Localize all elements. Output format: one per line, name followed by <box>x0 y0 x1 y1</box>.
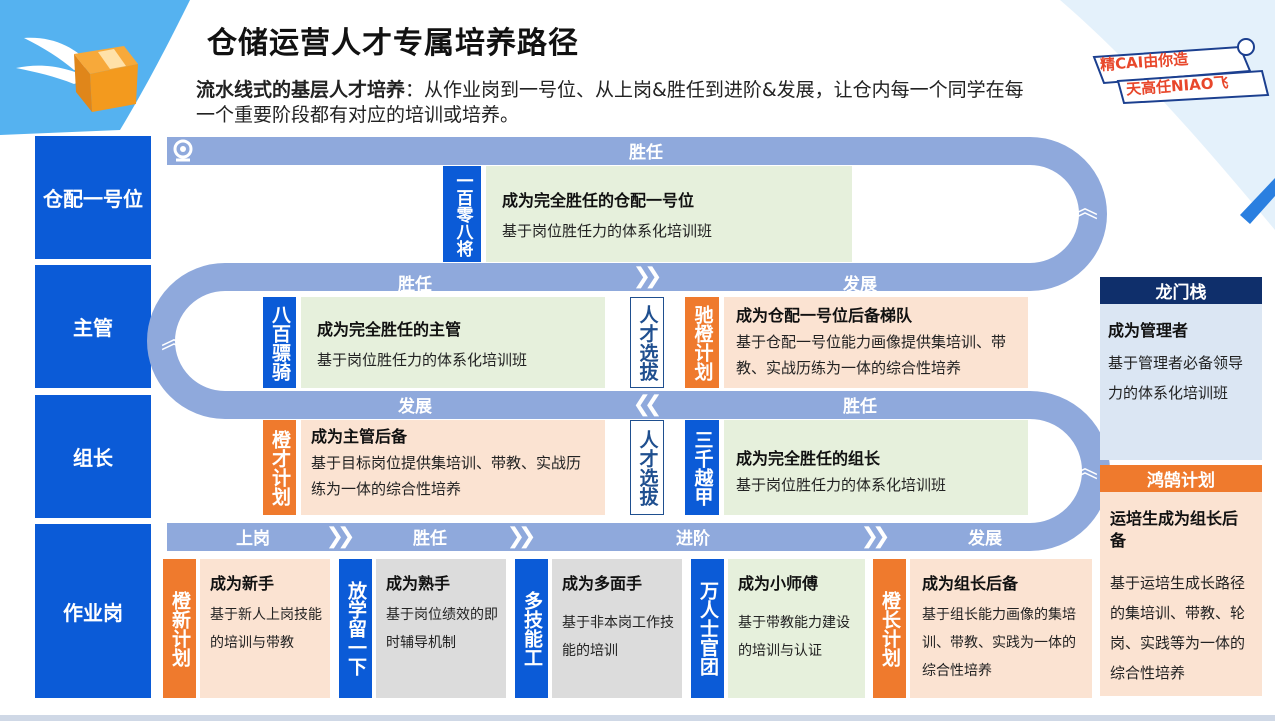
program-title: 成为组长后备 <box>922 574 1019 593</box>
program-tag-fangxue: 放学留一下 <box>339 559 372 698</box>
program-tag-duoji-text: 多技能工 <box>521 590 543 667</box>
chevron-right-icon: ❯❯ <box>632 264 663 289</box>
location-pin-icon <box>173 139 193 162</box>
program-desc: 基于岗位绩效的即时辅导机制 <box>386 607 498 651</box>
program-tag-chengxin: 橙新计划 <box>163 559 196 698</box>
program-tag-chicheng: 驰橙计划 <box>685 297 719 388</box>
track-label-develop: 发展 <box>968 529 1002 549</box>
program-card-fangxue: 成为熟手 基于岗位绩效的即时辅导机制 <box>376 559 506 698</box>
program-title: 成为主管后备 <box>311 427 408 446</box>
program-tag-800-text: 八百骠骑 <box>269 304 291 381</box>
program-card-chengxin: 成为新手 基于新人上岗技能的培训与带教 <box>200 559 330 698</box>
program-desc: 基于岗位胜任力的体系化培训班 <box>502 222 713 240</box>
program-desc: 基于目标岗位提供集培训、带教、实战历练为一体的综合性培养 <box>311 454 582 498</box>
program-title: 成为完全胜任的组长 <box>736 449 881 468</box>
slogan-badge: 精CAI由你造 天高任NIAO飞 <box>1090 35 1272 105</box>
program-tag-3000: 三千越甲 <box>685 420 719 515</box>
program-title: 成为多面手 <box>562 574 643 593</box>
program-desc: 基于非本岗工作技能的培训 <box>562 615 674 659</box>
side-desc: 基于管理者必备领导力的体系化培训班 <box>1108 354 1244 402</box>
side-card-longmen: 成为管理者 基于管理者必备领导力的体系化培训班 <box>1100 304 1262 460</box>
track-label-advance: 进阶 <box>676 529 710 549</box>
chevron-right-icon: ❯❯ <box>506 524 537 549</box>
program-title: 成为小师傅 <box>738 574 819 593</box>
program-card-chengzhang: 成为组长后备 基于组长能力画像的集培训、带教、实践为一体的综合性培养 <box>910 559 1092 698</box>
program-desc: 基于仓配一号位能力画像提供集培训、带教、实战历练为一体的综合性培养 <box>736 333 1007 377</box>
program-tag-selection-1: 人才选拔 <box>630 297 664 388</box>
program-tag-3000-text: 三千越甲 <box>691 429 714 506</box>
chevron-up-icon: ︽ <box>160 325 188 355</box>
chevron-left-icon: ❮❮ <box>632 392 663 417</box>
track-label-competent: 胜任 <box>413 529 447 549</box>
program-tag-800: 八百骠骑 <box>263 297 296 388</box>
program-card-800: 成为完全胜任的主管 基于岗位胜任力的体系化培训班 <box>301 297 605 388</box>
row-label-director: 仓配一号位 <box>35 136 151 259</box>
flying-box-icon <box>16 37 138 112</box>
program-desc: 基于新人上岗技能的培训与带教 <box>210 607 322 651</box>
program-tag-chengcai-text: 橙才计划 <box>269 429 291 506</box>
chevron-up-icon: ︽ <box>1071 194 1099 224</box>
program-tag-selection-2: 人才选拔 <box>630 420 664 515</box>
program-card-chengcai: 成为主管后备 基于目标岗位提供集培训、带教、实战历练为一体的综合性培养 <box>301 420 605 515</box>
page-title: 仓储运营人才专属培养路径 <box>207 26 579 61</box>
program-desc: 基于岗位胜任力的体系化培训班 <box>317 351 528 369</box>
side-title: 成为管理者 <box>1108 321 1189 340</box>
track-label-mid1-right: 发展 <box>843 275 877 295</box>
chevron-up-icon: ︽ <box>1071 454 1099 484</box>
program-desc: 基于带教能力建设的培训与认证 <box>738 615 850 659</box>
program-tag-chengcai: 橙才计划 <box>263 420 296 515</box>
program-title: 成为熟手 <box>386 574 451 593</box>
program-card-chicheng: 成为仓配一号位后备梯队 基于仓配一号位能力画像提供集培训、带教、实战历练为一体的… <box>724 297 1028 388</box>
program-title: 成为仓配一号位后备梯队 <box>736 306 913 325</box>
side-head-longmen: 龙门栈 <box>1100 277 1262 304</box>
program-desc: 基于组长能力画像的集培训、带教、实践为一体的综合性培养 <box>922 607 1076 679</box>
program-tag-chicheng-text: 驰橙计划 <box>691 304 714 381</box>
program-tag-wanren: 万人士官团 <box>691 559 724 698</box>
program-card-108: 成为完全胜任的仓配一号位 基于岗位胜任力的体系化培训班 <box>486 166 852 262</box>
program-tag-108: 一百零八将 <box>443 166 481 262</box>
program-card-duoji: 成为多面手 基于非本岗工作技能的培训 <box>552 559 682 698</box>
program-tag-chengzhang: 橙长计划 <box>873 559 906 698</box>
program-desc: 基于岗位胜任力的体系化培训班 <box>736 476 947 494</box>
side-title: 运培生成为组长后备 <box>1110 509 1239 550</box>
intro-text: 流水线式的基层人才培养：从作业岗到一号位、从上岗&胜任到进阶&发展，让仓内每一个… <box>196 78 1026 128</box>
side-card-honghu: 运培生成为组长后备 基于运培生成长路径的集培训、带教、轮岗、实践等为一体的综合性… <box>1100 492 1262 696</box>
track-label-mid1-left: 胜任 <box>398 275 432 295</box>
program-title: 成为完全胜任的仓配一号位 <box>502 191 695 210</box>
program-tag-chengzhang-text: 橙长计划 <box>879 590 901 667</box>
intro-body: ：从作业岗到一号位、从上岗&胜任到进阶&发展，让仓内每一个同学在每一个重要阶段都… <box>196 79 1024 126</box>
program-tag-108-text: 一百零八将 <box>452 171 473 257</box>
track-label-mid2-right: 胜任 <box>843 397 877 417</box>
program-tag-chengxin-text: 橙新计划 <box>169 590 191 667</box>
program-tag-wanren-text: 万人士官团 <box>697 581 719 676</box>
chevron-right-icon: ❯❯ <box>860 524 891 549</box>
intro-bold: 流水线式的基层人才培养 <box>196 79 406 101</box>
side-head-honghu: 鸿鹄计划 <box>1100 465 1262 492</box>
program-card-wanren: 成为小师傅 基于带教能力建设的培训与认证 <box>728 559 865 698</box>
row-label-supervisor: 主管 <box>35 265 151 388</box>
track-label-onboard: 上岗 <box>236 529 270 549</box>
row-label-team-leader: 组长 <box>35 395 151 518</box>
program-tag-selection-2-text: 人才选拔 <box>636 429 659 506</box>
row-label-operator: 作业岗 <box>35 524 151 698</box>
track-label-mid2-left: 发展 <box>398 397 432 417</box>
side-desc: 基于运培生成长路径的集培训、带教、轮岗、实践等为一体的综合性培养 <box>1110 574 1246 682</box>
program-tag-fangxue-text: 放学留一下 <box>345 581 367 676</box>
slogan-badge-shape <box>1092 38 1270 105</box>
program-title: 成为新手 <box>210 574 275 593</box>
program-tag-selection-1-text: 人才选拔 <box>636 304 659 381</box>
program-card-3000: 成为完全胜任的组长 基于岗位胜任力的体系化培训班 <box>724 420 1028 515</box>
program-tag-duoji: 多技能工 <box>515 559 548 698</box>
program-title: 成为完全胜任的主管 <box>317 320 462 339</box>
chevron-right-icon: ❯❯ <box>325 524 356 549</box>
track-label-top: 胜任 <box>629 143 663 163</box>
